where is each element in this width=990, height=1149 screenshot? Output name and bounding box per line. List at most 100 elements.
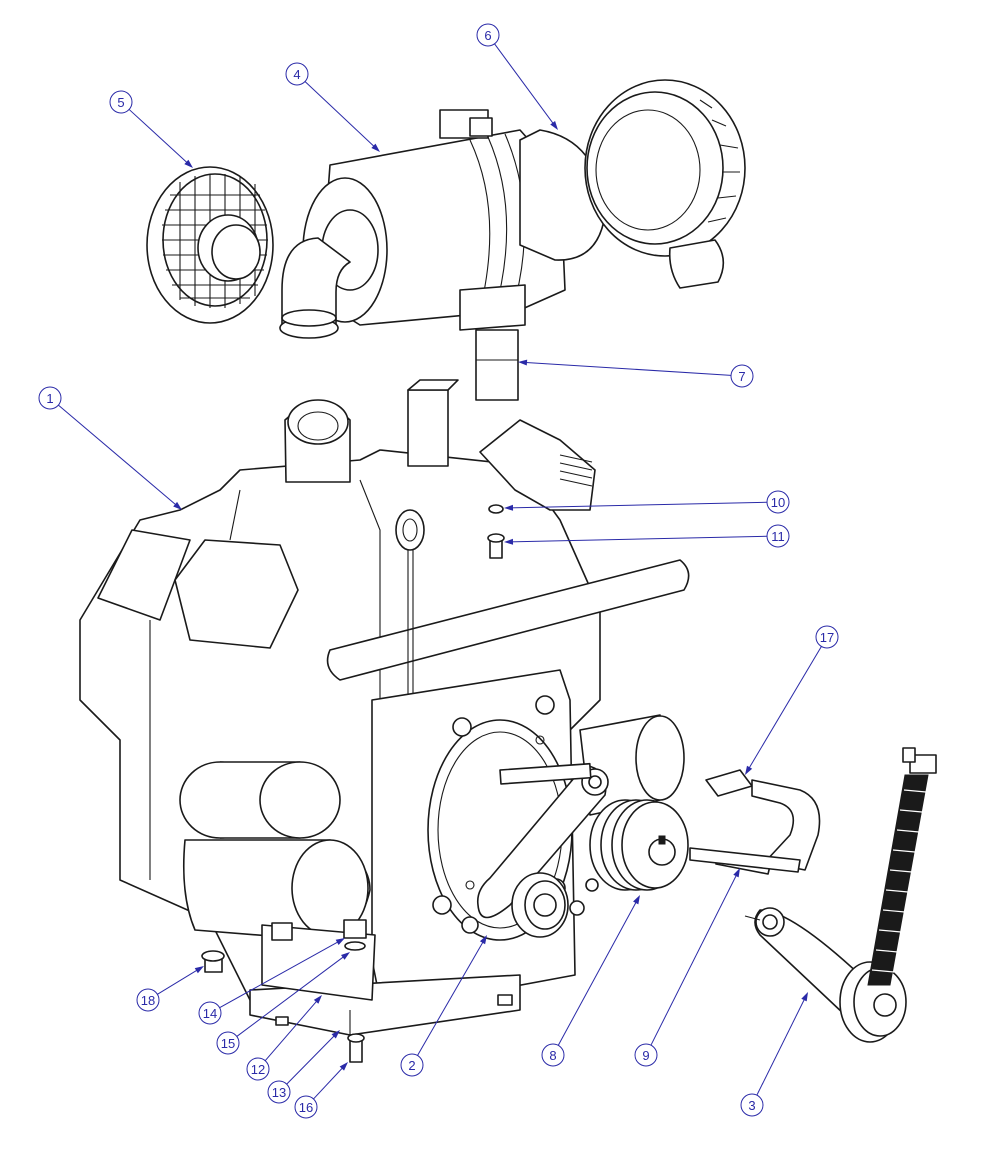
callout-balloon xyxy=(267,1080,291,1104)
callout-9: 9 xyxy=(634,868,740,1067)
callout-leader xyxy=(650,873,738,1046)
part-6-cover xyxy=(519,79,746,289)
callout-leader xyxy=(313,1066,345,1100)
callout-number: 4 xyxy=(293,67,300,82)
callout-arrowhead xyxy=(313,995,322,1004)
callout-number: 7 xyxy=(738,369,745,384)
callout-number: 6 xyxy=(484,28,491,43)
callout-arrowhead xyxy=(371,143,380,152)
callout-balloon xyxy=(136,988,160,1012)
callout-number: 1 xyxy=(46,391,53,406)
callout-balloon xyxy=(109,90,133,114)
callout-number: 11 xyxy=(771,529,785,544)
part-3-throttle-arm xyxy=(744,747,937,1043)
callout-leader xyxy=(58,404,178,507)
callout-6: 6 xyxy=(476,23,558,130)
callout-7: 7 xyxy=(518,359,754,388)
callout-balloon xyxy=(815,625,839,649)
callout-number: 9 xyxy=(642,1048,649,1063)
callout-leader xyxy=(219,940,340,1009)
callout-number: 10 xyxy=(771,495,785,510)
callout-balloon xyxy=(766,524,790,548)
callout-balloon xyxy=(246,1057,270,1081)
callout-arrowhead xyxy=(340,952,350,960)
part-2-tensioner-arm xyxy=(461,762,609,938)
callout-balloon xyxy=(476,23,500,47)
callout-arrowhead xyxy=(733,868,740,878)
callout-16: 16 xyxy=(294,1062,348,1119)
callout-number: 16 xyxy=(299,1100,313,1115)
callout-balloon xyxy=(766,490,790,514)
callout-arrowhead xyxy=(479,935,487,945)
callout-balloon xyxy=(38,386,62,410)
callout-balloon xyxy=(400,1053,424,1077)
callout-arrowhead xyxy=(194,966,204,974)
callout-arrowhead xyxy=(801,992,808,1002)
small-hardware xyxy=(201,504,513,1063)
callout-leader xyxy=(494,43,555,126)
callout-arrowhead xyxy=(550,120,558,130)
callout-number: 14 xyxy=(203,1006,217,1021)
callout-balloon xyxy=(634,1043,658,1067)
callout-number: 3 xyxy=(748,1098,755,1113)
part-4-air-cleaner xyxy=(279,109,566,339)
callout-arrowhead xyxy=(335,938,345,945)
callout-balloon xyxy=(541,1043,565,1067)
callout-arrowhead xyxy=(331,1030,340,1039)
callout-number: 8 xyxy=(549,1048,556,1063)
callout-1: 1 xyxy=(38,386,182,510)
callout-leader xyxy=(304,81,376,149)
callout-number: 18 xyxy=(141,993,155,1008)
part-5-precleaner-screen xyxy=(146,166,274,324)
callout-balloon xyxy=(294,1095,318,1119)
callout-balloon xyxy=(740,1093,764,1117)
callout-18: 18 xyxy=(136,966,204,1012)
callout-arrowhead xyxy=(504,504,514,511)
callout-leader xyxy=(557,900,638,1046)
callout-number: 15 xyxy=(221,1036,235,1051)
callout-10: 10 xyxy=(504,490,790,514)
part-17-fuel-line xyxy=(689,769,821,873)
callout-17: 17 xyxy=(745,625,839,775)
callout-13: 13 xyxy=(267,1030,340,1104)
callout-leader xyxy=(417,939,485,1056)
callout-number: 2 xyxy=(408,1058,415,1073)
part-8-pulley xyxy=(589,799,689,891)
callout-leader xyxy=(756,997,806,1096)
callout-balloon xyxy=(216,1031,240,1055)
callout-number: 5 xyxy=(117,95,124,110)
callout-number: 17 xyxy=(820,630,834,645)
part-1-engine xyxy=(79,379,690,1036)
callout-arrowhead xyxy=(339,1062,348,1071)
callout-11: 11 xyxy=(504,524,790,548)
callout-balloon xyxy=(730,364,754,388)
callout-leader xyxy=(157,968,200,995)
callout-number: 12 xyxy=(251,1062,265,1077)
callout-leader xyxy=(286,1033,337,1085)
callout-15: 15 xyxy=(216,952,350,1055)
callout-3: 3 xyxy=(740,992,808,1117)
callout-12: 12 xyxy=(246,995,322,1081)
callout-14: 14 xyxy=(198,938,345,1025)
callout-arrowhead xyxy=(504,538,514,545)
callout-leader xyxy=(509,535,768,543)
callout-arrowhead xyxy=(633,895,640,905)
part-7-duct-adapter xyxy=(475,329,519,401)
callout-leader xyxy=(523,361,732,376)
callout-leader xyxy=(236,955,346,1037)
callout-arrowhead xyxy=(184,159,193,168)
callout-leader xyxy=(264,999,319,1062)
callout-arrowhead xyxy=(518,359,528,366)
callout-2: 2 xyxy=(400,935,487,1077)
callout-4: 4 xyxy=(285,62,380,152)
callout-5: 5 xyxy=(109,90,193,168)
callout-arrowhead xyxy=(745,765,753,775)
callout-balloon xyxy=(198,1001,222,1025)
callout-arrowhead xyxy=(173,501,182,510)
callout-leader xyxy=(128,109,189,165)
callout-leader xyxy=(747,646,822,771)
callout-leader xyxy=(509,501,768,509)
